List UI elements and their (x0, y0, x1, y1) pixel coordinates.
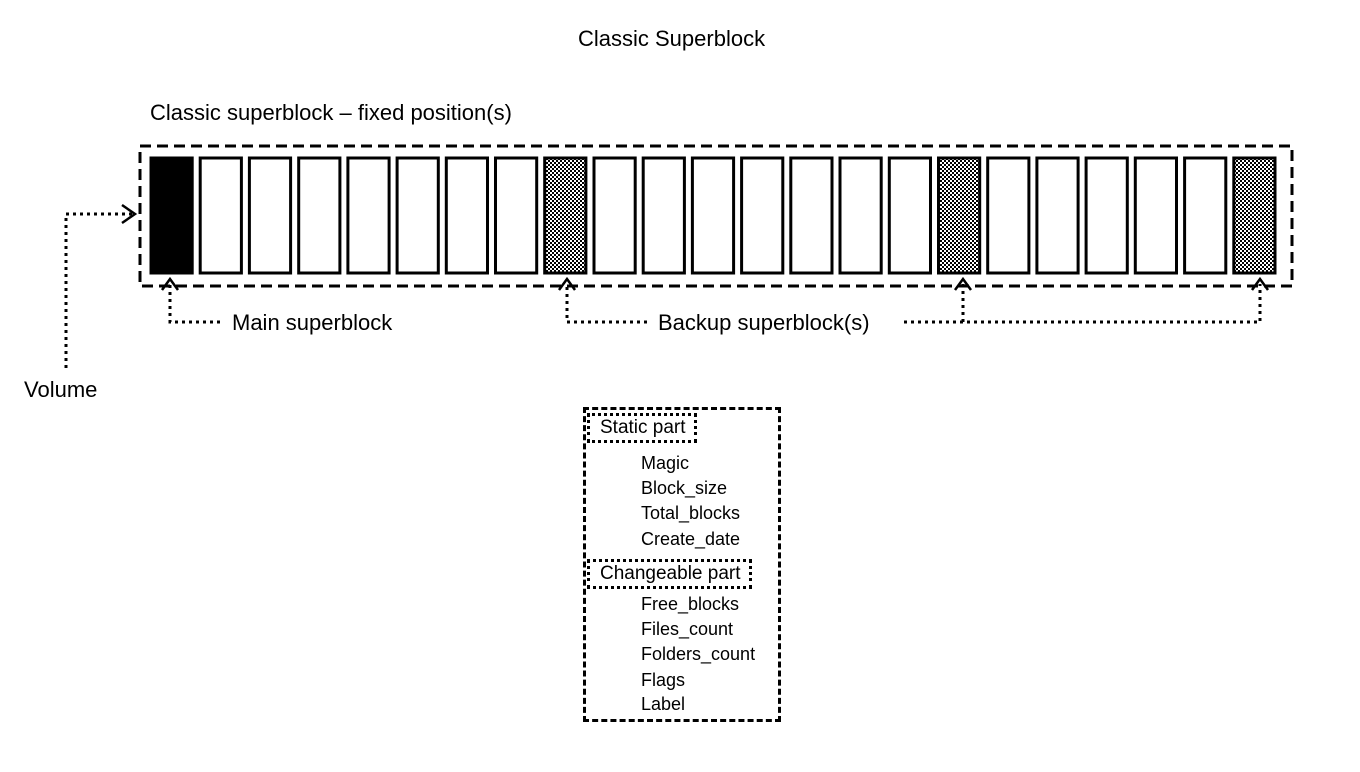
main-superblock-label: Main superblock (232, 310, 393, 335)
backup-superblock-block (1232, 156, 1277, 275)
volume-block (1084, 156, 1129, 275)
volume-block (690, 156, 736, 275)
volume-block (198, 156, 243, 275)
field-item: Flags (641, 670, 686, 690)
changeable-part-label: Changeable part (587, 559, 752, 589)
field-item: Label (641, 694, 686, 714)
volume-block (1035, 156, 1080, 275)
volume-blocks (149, 156, 1277, 275)
volume-block (838, 156, 883, 275)
volume-block (247, 156, 293, 275)
volume-block (592, 156, 637, 275)
volume-block (395, 156, 440, 275)
field-item: Create_date (641, 529, 741, 549)
volume-block (444, 156, 489, 275)
volume-block (986, 156, 1031, 275)
backup-superblock-arrows (565, 284, 1262, 324)
field-item: Files_count (641, 619, 734, 639)
volume-arrow (64, 212, 132, 368)
diagram-title: Classic Superblock (578, 26, 766, 51)
volume-block (346, 156, 391, 275)
volume-label: Volume (24, 377, 98, 402)
field-item: Magic (641, 453, 690, 473)
main-superblock-arrow (168, 284, 220, 324)
backup-superblock-arrowheads (557, 276, 1270, 291)
backup-superblock-block (937, 156, 982, 275)
field-item: Free_blocks (641, 594, 740, 614)
volume-block (1133, 156, 1179, 275)
volume-arrowhead (121, 203, 138, 225)
volume-block (297, 156, 342, 275)
volume-block (641, 156, 686, 275)
volume-block (789, 156, 834, 275)
volume-block (494, 156, 539, 275)
static-part-label: Static part (587, 413, 697, 443)
main-superblock-arrowhead (160, 276, 180, 291)
volume-block (887, 156, 932, 275)
backup-superblocks-label: Backup superblock(s) (658, 310, 870, 335)
main-superblock-block (149, 156, 194, 275)
field-item: Block_size (641, 478, 728, 498)
backup-superblock-block (543, 156, 588, 275)
diagram-subtitle: Classic superblock – fixed position(s) (150, 100, 512, 125)
field-item: Folders_count (641, 644, 756, 664)
field-item: Total_blocks (641, 503, 741, 523)
superblock-structure-box (583, 407, 781, 722)
volume-block (1183, 156, 1228, 275)
volume-block (740, 156, 785, 275)
